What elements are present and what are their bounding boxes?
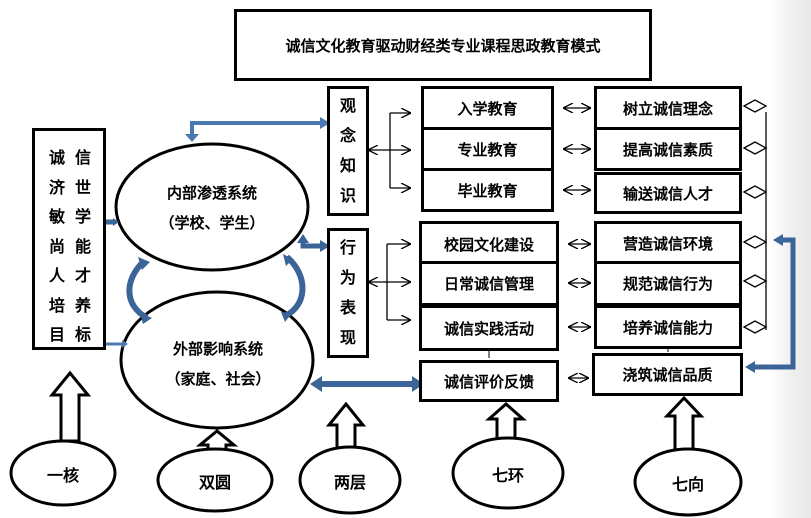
direction-box-improve-quality: 提高诚信素质 — [594, 127, 742, 171]
elbow-arrow-to-behavior-head-right — [320, 240, 330, 252]
diamond-connector — [742, 185, 768, 199]
goal-to-internal-arrow-head — [113, 218, 119, 226]
right-elbow-arrow — [752, 237, 796, 370]
curved-arrow-right — [283, 254, 306, 319]
goal-row: 诚信 — [49, 148, 102, 167]
curved-arrow-left-head-bottom — [140, 313, 152, 324]
ring-box-practice-activities: 诚信实践活动 — [419, 305, 559, 351]
direction-label: 规范诚信行为 — [622, 275, 713, 293]
curved-arrow-right-head-top — [283, 254, 293, 266]
direction-label: 营造诚信环境 — [622, 235, 713, 253]
ring-label: 诚信评价反馈 — [443, 372, 534, 391]
internal-system-label: 内部渗透系统 （学校、学生） — [142, 178, 282, 238]
elbow-arrow-to-concept — [190, 121, 322, 137]
external-system-ellipse — [119, 290, 315, 430]
ring-box-professional-education: 专业教育 — [421, 127, 554, 171]
ring-label: 专业教育 — [457, 140, 518, 159]
ring-box-graduation-education: 毕业教育 — [421, 168, 554, 212]
seven-directions-up-arrow — [663, 395, 705, 452]
diagram-title: 诚信文化教育驱动财经类专业课程思政教育模式 — [285, 36, 601, 55]
direction-label: 浇筑诚信品质 — [622, 366, 713, 384]
seven-directions-label: 七向 — [671, 475, 704, 494]
two-layers-ellipse — [298, 445, 402, 515]
ring-direction-arrows — [564, 108, 590, 378]
direction-box-cultivate-ability: 培养诚信能力 — [594, 305, 742, 349]
concept-char: 识 — [339, 186, 356, 205]
elbow-arrow-to-behavior-head-up — [297, 234, 309, 243]
two-layers-up-arrow — [325, 401, 367, 452]
goal-to-external-arrow-head — [122, 340, 128, 348]
goal-row: 目标 — [49, 325, 102, 344]
diamond-connector — [742, 99, 768, 113]
core-ellipse — [9, 439, 117, 507]
concept-char: 知 — [339, 156, 356, 175]
behavior-char: 现 — [339, 328, 356, 347]
diamond-connector — [742, 235, 768, 249]
ring-label: 日常诚信管理 — [443, 275, 534, 293]
goal-row: 人才 — [49, 266, 102, 285]
double-ellipse — [156, 447, 274, 513]
diamond-connector — [742, 320, 768, 334]
direction-box-deliver-talent: 输送诚信人才 — [594, 172, 742, 214]
diamond-connector — [742, 274, 768, 288]
core-up-arrow — [48, 370, 92, 443]
diamond-connector — [742, 141, 768, 155]
direction-label: 树立诚信理念 — [622, 99, 713, 118]
seven-directions-ellipse — [633, 447, 743, 517]
curved-arrow-left — [126, 258, 149, 321]
core-label: 一核 — [46, 466, 79, 485]
external-feedback-arrow-head-left — [310, 376, 322, 392]
direction-label: 输送诚信人才 — [622, 184, 713, 203]
right-elbow-arrow-head-bottom — [745, 361, 755, 373]
ring-label: 校园文化建设 — [443, 235, 534, 254]
right-elbow-arrow-head-top — [773, 234, 783, 246]
curved-arrow-left-head-top — [138, 257, 150, 270]
external-system-label: 外部影响系统 （家庭、社会） — [148, 334, 288, 394]
bottom-up-arrows — [48, 370, 705, 455]
right-diamond-connectors — [742, 99, 768, 334]
ring-label: 诚信实践活动 — [443, 319, 534, 338]
goal-row: 济世 — [49, 177, 102, 197]
external-system-subtitle: （家庭、社会） — [165, 370, 271, 388]
goal-row: 敏学 — [49, 207, 102, 226]
ring-label: 入学教育 — [457, 99, 518, 118]
direction-label: 提高诚信素质 — [622, 140, 713, 159]
ring-label: 毕业教育 — [457, 181, 518, 200]
behavior-char: 行 — [339, 238, 356, 257]
elbow-arrow-to-concept-head-right — [320, 117, 330, 129]
seven-rings-ellipse — [451, 436, 565, 510]
direction-box-forge-character: 浇筑诚信品质 — [592, 353, 743, 396]
external-system-title: 外部影响系统 — [172, 340, 263, 358]
ring-box-daily-management: 日常诚信管理 — [419, 261, 559, 306]
behavior-performance-box: 行 为 表 现 — [327, 228, 369, 358]
behavior-char: 为 — [339, 268, 356, 287]
behavior-bracket — [369, 244, 410, 320]
behavior-char: 表 — [339, 298, 356, 317]
concept-knowledge-box: 观 念 知 识 — [327, 86, 369, 216]
direction-label: 培养诚信能力 — [622, 318, 713, 337]
talent-goal-box: 诚信 济世 敏学 尚能 人才 培养 目标 — [32, 128, 106, 350]
concept-char: 念 — [339, 126, 356, 145]
direction-box-create-environment: 营造诚信环境 — [594, 221, 742, 266]
ring-box-enrollment-education: 入学教育 — [421, 86, 554, 130]
curved-arrow-right-head-bottom — [281, 312, 292, 322]
diagram-title-box: 诚信文化教育驱动财经类专业课程思政教育模式 — [234, 9, 652, 81]
goal-row: 培养 — [49, 295, 102, 315]
seven-rings-up-arrow — [485, 401, 527, 442]
seven-rings-label: 七环 — [491, 466, 524, 485]
concept-char: 观 — [339, 96, 356, 115]
elbow-arrow-to-concept-head-down — [185, 134, 199, 142]
internal-system-subtitle: （学校、学生） — [159, 214, 265, 232]
internal-system-title: 内部渗透系统 — [166, 184, 257, 202]
concept-bracket — [369, 113, 410, 188]
goal-row: 尚能 — [49, 236, 102, 256]
internal-system-ellipse — [114, 142, 310, 272]
ring-box-evaluation-feedback: 诚信评价反馈 — [419, 360, 559, 402]
direction-box-establish-concept: 树立诚信理念 — [594, 86, 742, 130]
two-layers-label: 两层 — [333, 473, 366, 492]
direction-box-regulate-behavior: 规范诚信行为 — [594, 261, 742, 306]
double-circle-label: 双圆 — [198, 473, 231, 492]
external-feedback-arrow-head-right — [412, 376, 424, 392]
